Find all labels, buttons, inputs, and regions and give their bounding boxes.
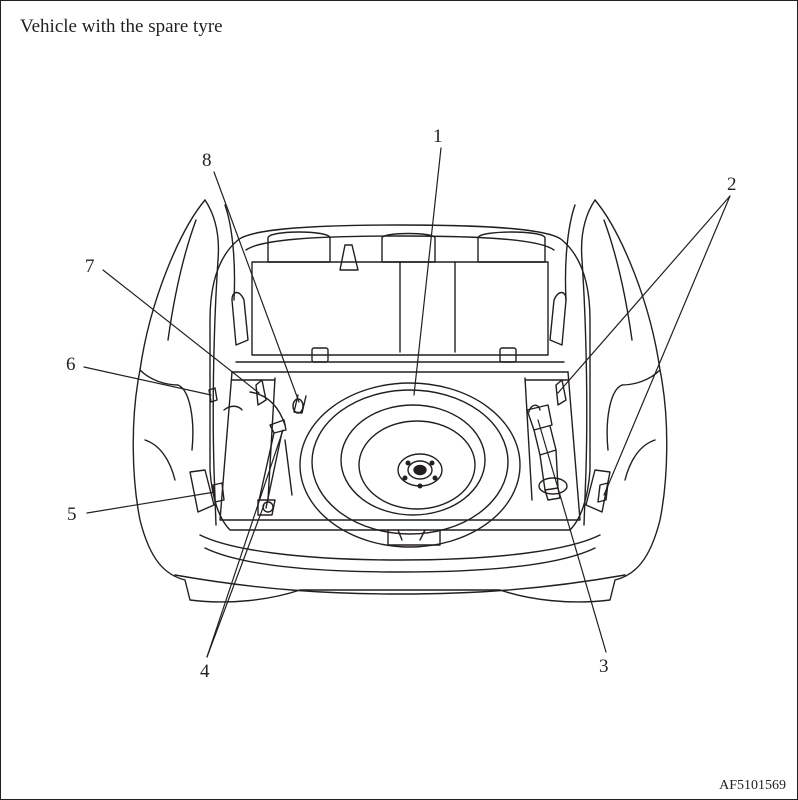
leader-1: [413, 147, 442, 396]
callout-3: 3: [599, 656, 609, 677]
hook-2b: [597, 482, 609, 503]
leader-7: [102, 269, 260, 394]
leader-6: [83, 366, 212, 396]
cargo-hooks: [208, 379, 609, 503]
callout-5: 5: [67, 504, 77, 525]
leader-4a: [206, 504, 265, 658]
callout-1: 1: [433, 126, 443, 147]
callout-8: 8: [202, 150, 212, 171]
spare-tyre: [299, 382, 521, 548]
callout-2: 2: [727, 174, 737, 195]
leader-lines: [83, 147, 731, 658]
hook-5: [212, 482, 225, 503]
leader-2b: [603, 195, 731, 496]
luggage-floor: [219, 371, 581, 521]
leader-2a: [557, 195, 731, 394]
figure-code: AF5101569: [719, 778, 786, 793]
rear-seats: [231, 231, 569, 373]
leader-5: [86, 491, 216, 514]
hook-7: [255, 379, 267, 406]
hook-2a: [555, 379, 567, 406]
callout-6: 6: [66, 354, 76, 375]
car-body: [132, 199, 668, 603]
tool-set-left: [257, 394, 307, 516]
callout-labels: 1 2 3 4 5 6 7 8: [66, 126, 737, 682]
leader-4b: [206, 429, 284, 658]
hook-6: [208, 387, 218, 403]
callout-7: 7: [85, 256, 95, 277]
leader-8: [213, 171, 300, 403]
leader-3: [537, 419, 607, 653]
callout-4: 4: [200, 661, 210, 682]
figure-title: Vehicle with the spare tyre: [20, 16, 223, 37]
